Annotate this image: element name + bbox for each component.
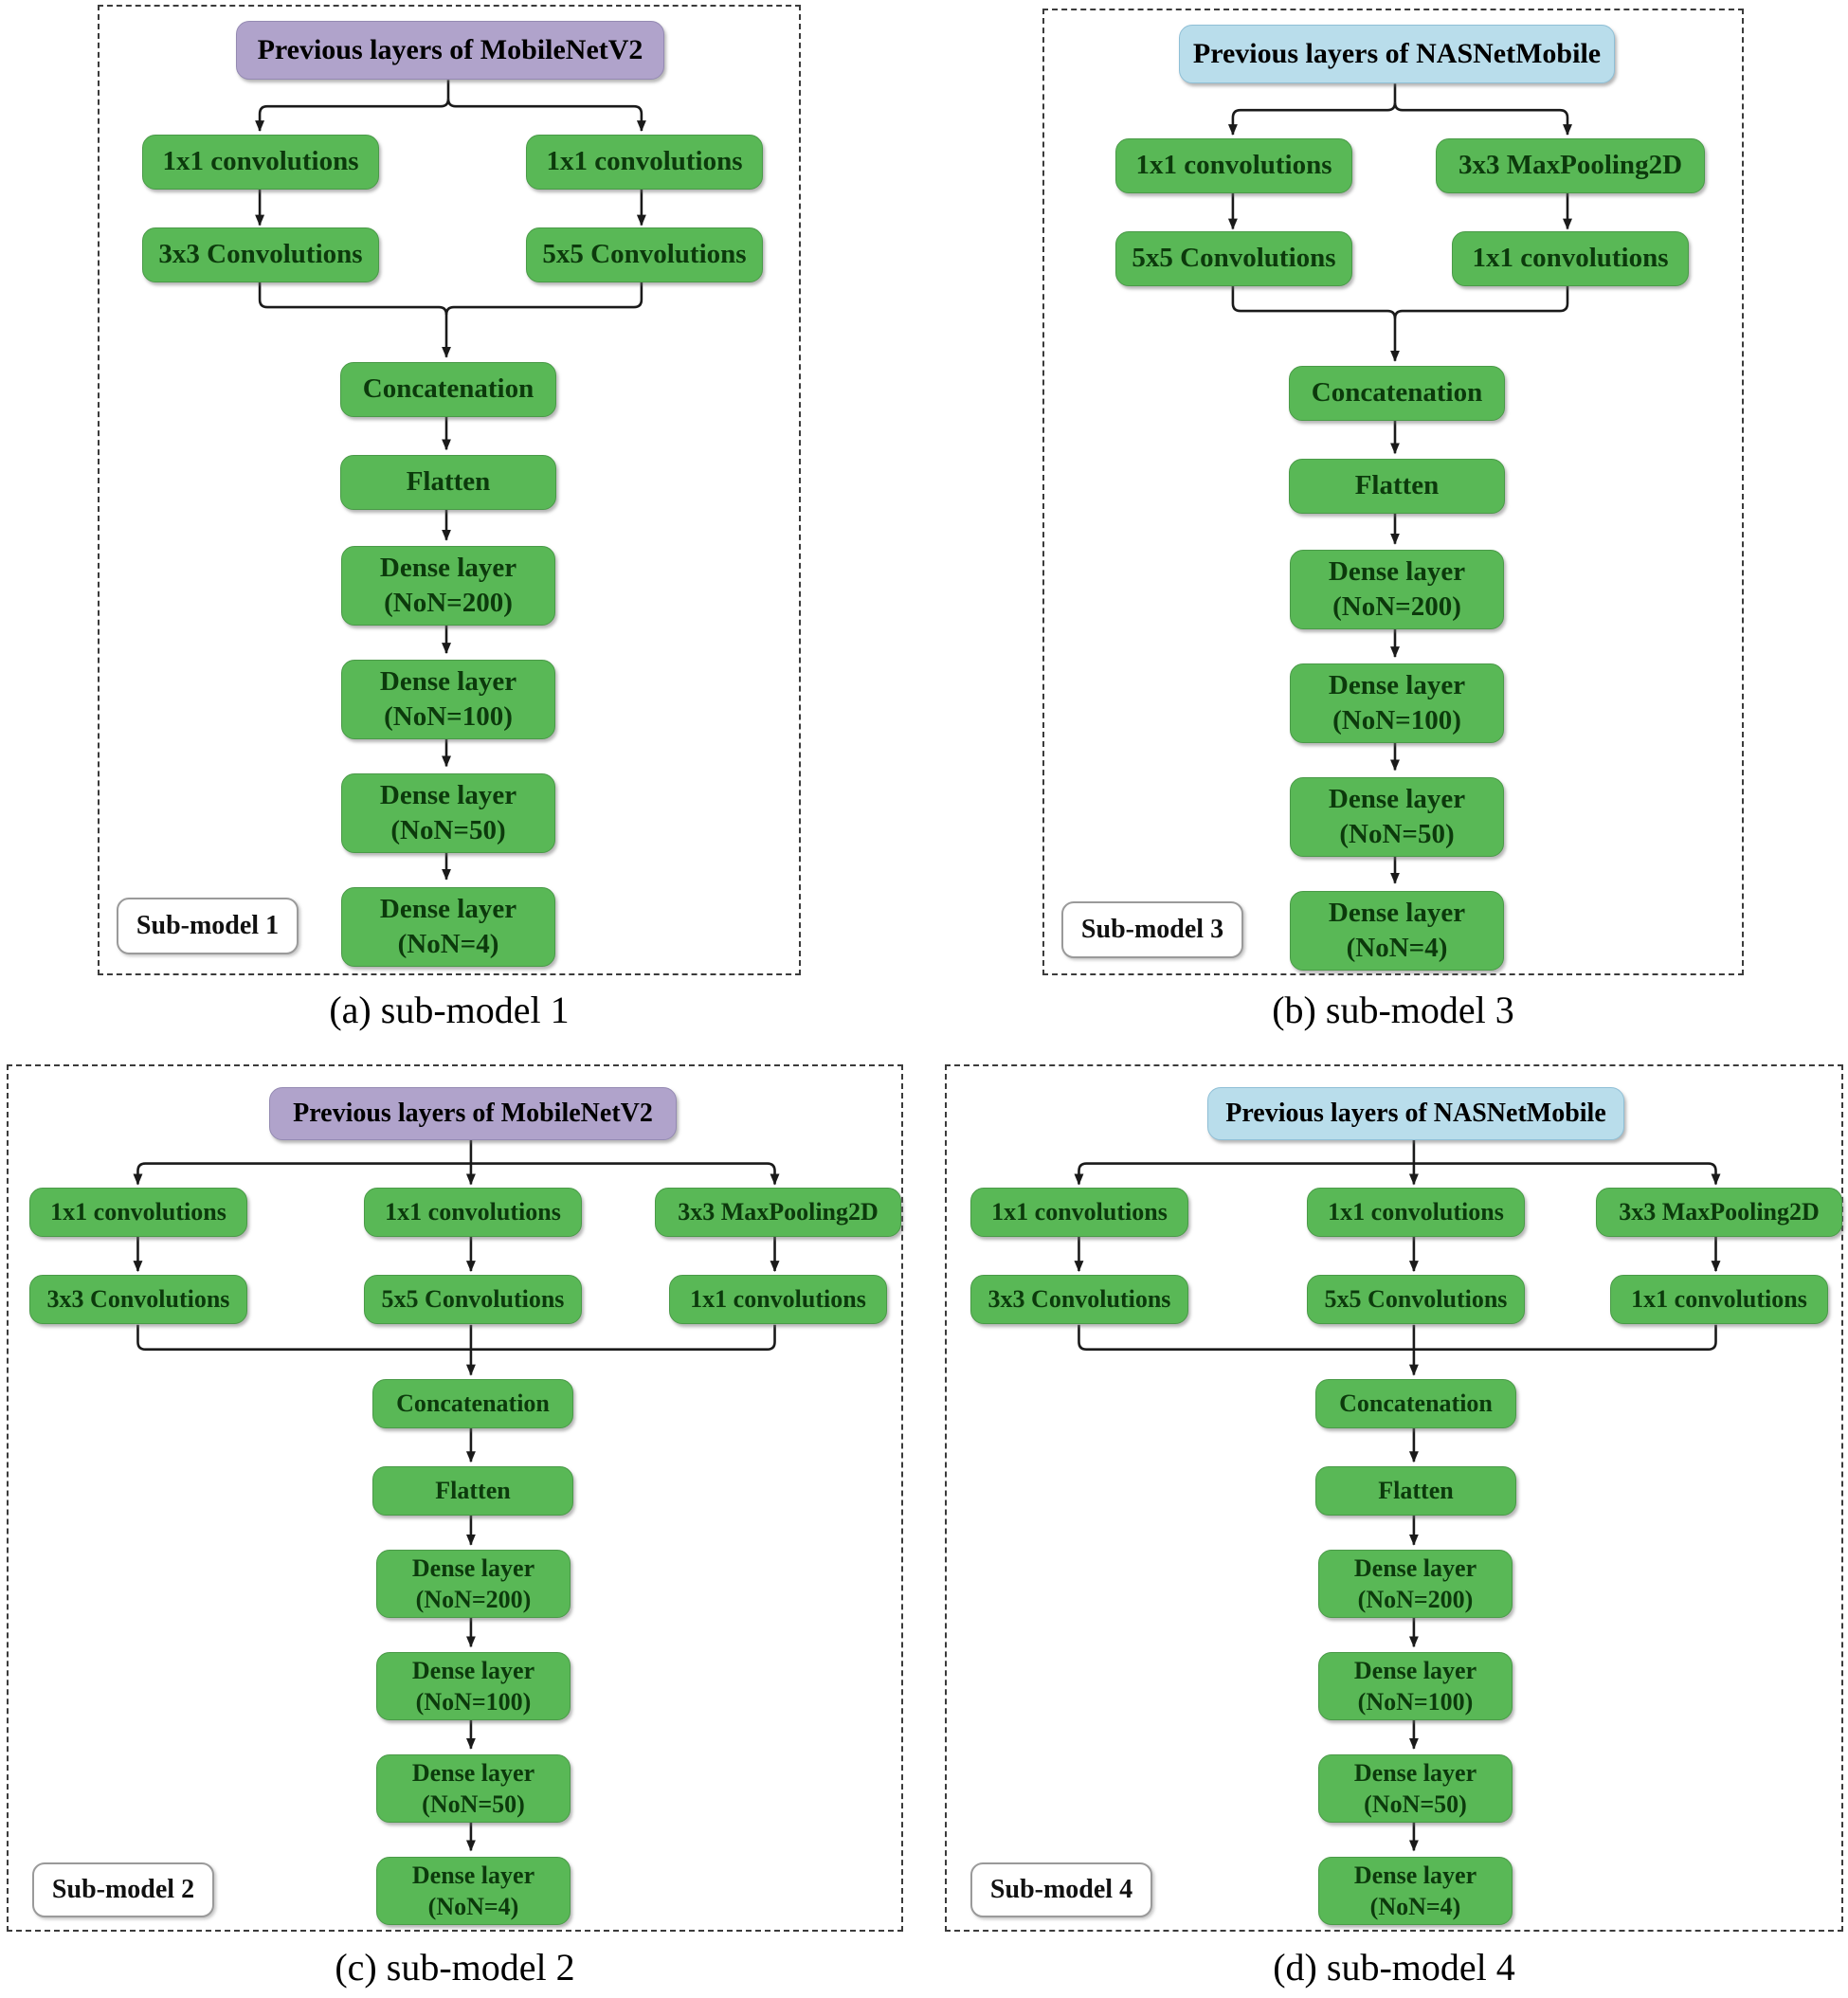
- dense-units: (NoN=200): [384, 588, 513, 618]
- submodel-2-label: Sub-model 2: [32, 1862, 214, 1917]
- dense-label: Dense layer: [379, 553, 517, 583]
- dense-label: Dense layer: [379, 780, 517, 810]
- node-conv-1x1: 1x1 convolutions: [1452, 231, 1689, 286]
- node-previous-layers-mobilenetv2: Previous layers of MobileNetV2: [269, 1087, 677, 1140]
- node-dense-200: Dense layer (NoN=200): [341, 546, 555, 626]
- node-previous-layers-nasnetmobile: Previous layers of NASNetMobile: [1179, 25, 1615, 83]
- caption-b: (b) sub-model 3: [1272, 989, 1514, 1031]
- node-conv-1x1: 1x1 convolutions: [364, 1188, 582, 1237]
- node-maxpooling-3x3: 3x3 MaxPooling2D: [1436, 138, 1705, 193]
- dense-label: Dense layer: [1353, 1554, 1477, 1582]
- node-dense-100: Dense layer (NoN=100): [376, 1652, 571, 1720]
- submodel-4-connectors: [1074, 1139, 1721, 1852]
- node-conv-1x1: 1x1 convolutions: [1307, 1188, 1525, 1237]
- dense-units: (NoN=50): [1339, 819, 1455, 849]
- submodel-1-label: Sub-model 1: [117, 898, 299, 954]
- node-conv-1x1: 1x1 convolutions: [142, 135, 379, 190]
- dense-units: (NoN=200): [415, 1586, 532, 1613]
- node-dense-4: Dense layer (NoN=4): [1318, 1857, 1513, 1925]
- dense-units: (NoN=100): [1332, 705, 1461, 736]
- node-concatenation: Concatenation: [1315, 1379, 1516, 1428]
- node-concatenation: Concatenation: [340, 362, 556, 417]
- node-dense-50: Dense layer (NoN=50): [376, 1754, 571, 1823]
- submodel-3-panel: Previous layers of NASNetMobile 1x1 conv…: [1042, 9, 1744, 975]
- dense-units: (NoN=50): [422, 1790, 525, 1818]
- node-dense-100: Dense layer (NoN=100): [1290, 663, 1504, 743]
- node-flatten: Flatten: [340, 455, 556, 510]
- submodel-1-connectors: [255, 80, 646, 881]
- submodel-3-label: Sub-model 3: [1061, 901, 1243, 958]
- submodel-2-connectors: [133, 1139, 780, 1852]
- node-concatenation: Concatenation: [1289, 366, 1505, 421]
- submodel-4-label: Sub-model 4: [970, 1862, 1152, 1917]
- dense-label: Dense layer: [1328, 784, 1466, 814]
- dense-units: (NoN=4): [1369, 1893, 1461, 1920]
- caption-d: (d) sub-model 4: [1273, 1946, 1515, 1989]
- dense-label: Dense layer: [1353, 1759, 1477, 1787]
- node-dense-50: Dense layer (NoN=50): [1318, 1754, 1513, 1823]
- dense-units: (NoN=50): [1364, 1790, 1467, 1818]
- dense-label: Dense layer: [1328, 898, 1466, 928]
- node-dense-50: Dense layer (NoN=50): [341, 773, 555, 853]
- dense-label: Dense layer: [411, 1657, 535, 1684]
- node-dense-200: Dense layer (NoN=200): [1318, 1550, 1513, 1618]
- node-conv-3x3: 3x3 Convolutions: [29, 1275, 247, 1324]
- node-concatenation: Concatenation: [372, 1379, 573, 1428]
- submodel-2-panel: Previous layers of MobileNetV2 1x1 convo…: [7, 1064, 903, 1932]
- node-conv-1x1: 1x1 convolutions: [669, 1275, 887, 1324]
- node-conv-5x5: 5x5 Convolutions: [1307, 1275, 1525, 1324]
- dense-label: Dense layer: [379, 666, 517, 697]
- node-conv-1x1: 1x1 convolutions: [1115, 138, 1352, 193]
- node-dense-100: Dense layer (NoN=100): [341, 660, 555, 739]
- node-previous-layers-nasnetmobile: Previous layers of NASNetMobile: [1207, 1087, 1624, 1140]
- node-flatten: Flatten: [372, 1466, 573, 1516]
- node-dense-200: Dense layer (NoN=200): [376, 1550, 571, 1618]
- dense-units: (NoN=100): [1357, 1688, 1474, 1716]
- node-dense-100: Dense layer (NoN=100): [1318, 1652, 1513, 1720]
- node-conv-3x3: 3x3 Convolutions: [970, 1275, 1188, 1324]
- node-dense-50: Dense layer (NoN=50): [1290, 777, 1504, 857]
- dense-label: Dense layer: [1328, 556, 1466, 587]
- node-maxpooling-3x3: 3x3 MaxPooling2D: [655, 1188, 901, 1237]
- node-conv-5x5: 5x5 Convolutions: [526, 227, 763, 282]
- dense-units: (NoN=100): [415, 1688, 532, 1716]
- node-maxpooling-3x3: 3x3 MaxPooling2D: [1596, 1188, 1842, 1237]
- dense-label: Dense layer: [379, 894, 517, 924]
- node-conv-5x5: 5x5 Convolutions: [364, 1275, 582, 1324]
- node-conv-3x3: 3x3 Convolutions: [142, 227, 379, 282]
- submodel-3-connectors: [1227, 83, 1572, 884]
- dense-label: Dense layer: [411, 1759, 535, 1787]
- dense-label: Dense layer: [1353, 1862, 1477, 1889]
- caption-c: (c) sub-model 2: [335, 1946, 575, 1989]
- node-flatten: Flatten: [1289, 459, 1505, 514]
- node-conv-5x5: 5x5 Convolutions: [1115, 231, 1352, 286]
- node-conv-1x1: 1x1 convolutions: [29, 1188, 247, 1237]
- node-dense-4: Dense layer (NoN=4): [1290, 891, 1504, 971]
- dense-label: Dense layer: [1353, 1657, 1477, 1684]
- dense-label: Dense layer: [411, 1862, 535, 1889]
- node-dense-200: Dense layer (NoN=200): [1290, 550, 1504, 629]
- dense-units: (NoN=200): [1357, 1586, 1474, 1613]
- submodel-1-panel: Previous layers of MobileNetV2 1x1 convo…: [98, 5, 801, 975]
- node-dense-4: Dense layer (NoN=4): [376, 1857, 571, 1925]
- node-conv-1x1: 1x1 convolutions: [970, 1188, 1188, 1237]
- submodel-4-panel: Previous layers of NASNetMobile 1x1 conv…: [945, 1064, 1843, 1932]
- node-conv-1x1: 1x1 convolutions: [526, 135, 763, 190]
- dense-units: (NoN=4): [397, 929, 499, 959]
- dense-units: (NoN=200): [1332, 591, 1461, 622]
- dense-units: (NoN=100): [384, 701, 513, 732]
- node-dense-4: Dense layer (NoN=4): [341, 887, 555, 967]
- node-conv-1x1: 1x1 convolutions: [1610, 1275, 1828, 1324]
- node-flatten: Flatten: [1315, 1466, 1516, 1516]
- dense-label: Dense layer: [1328, 670, 1466, 700]
- caption-a: (a) sub-model 1: [329, 989, 570, 1031]
- dense-units: (NoN=50): [390, 815, 506, 845]
- dense-units: (NoN=4): [427, 1893, 519, 1920]
- dense-units: (NoN=4): [1346, 933, 1448, 963]
- dense-label: Dense layer: [411, 1554, 535, 1582]
- node-previous-layers-mobilenetv2: Previous layers of MobileNetV2: [236, 21, 664, 80]
